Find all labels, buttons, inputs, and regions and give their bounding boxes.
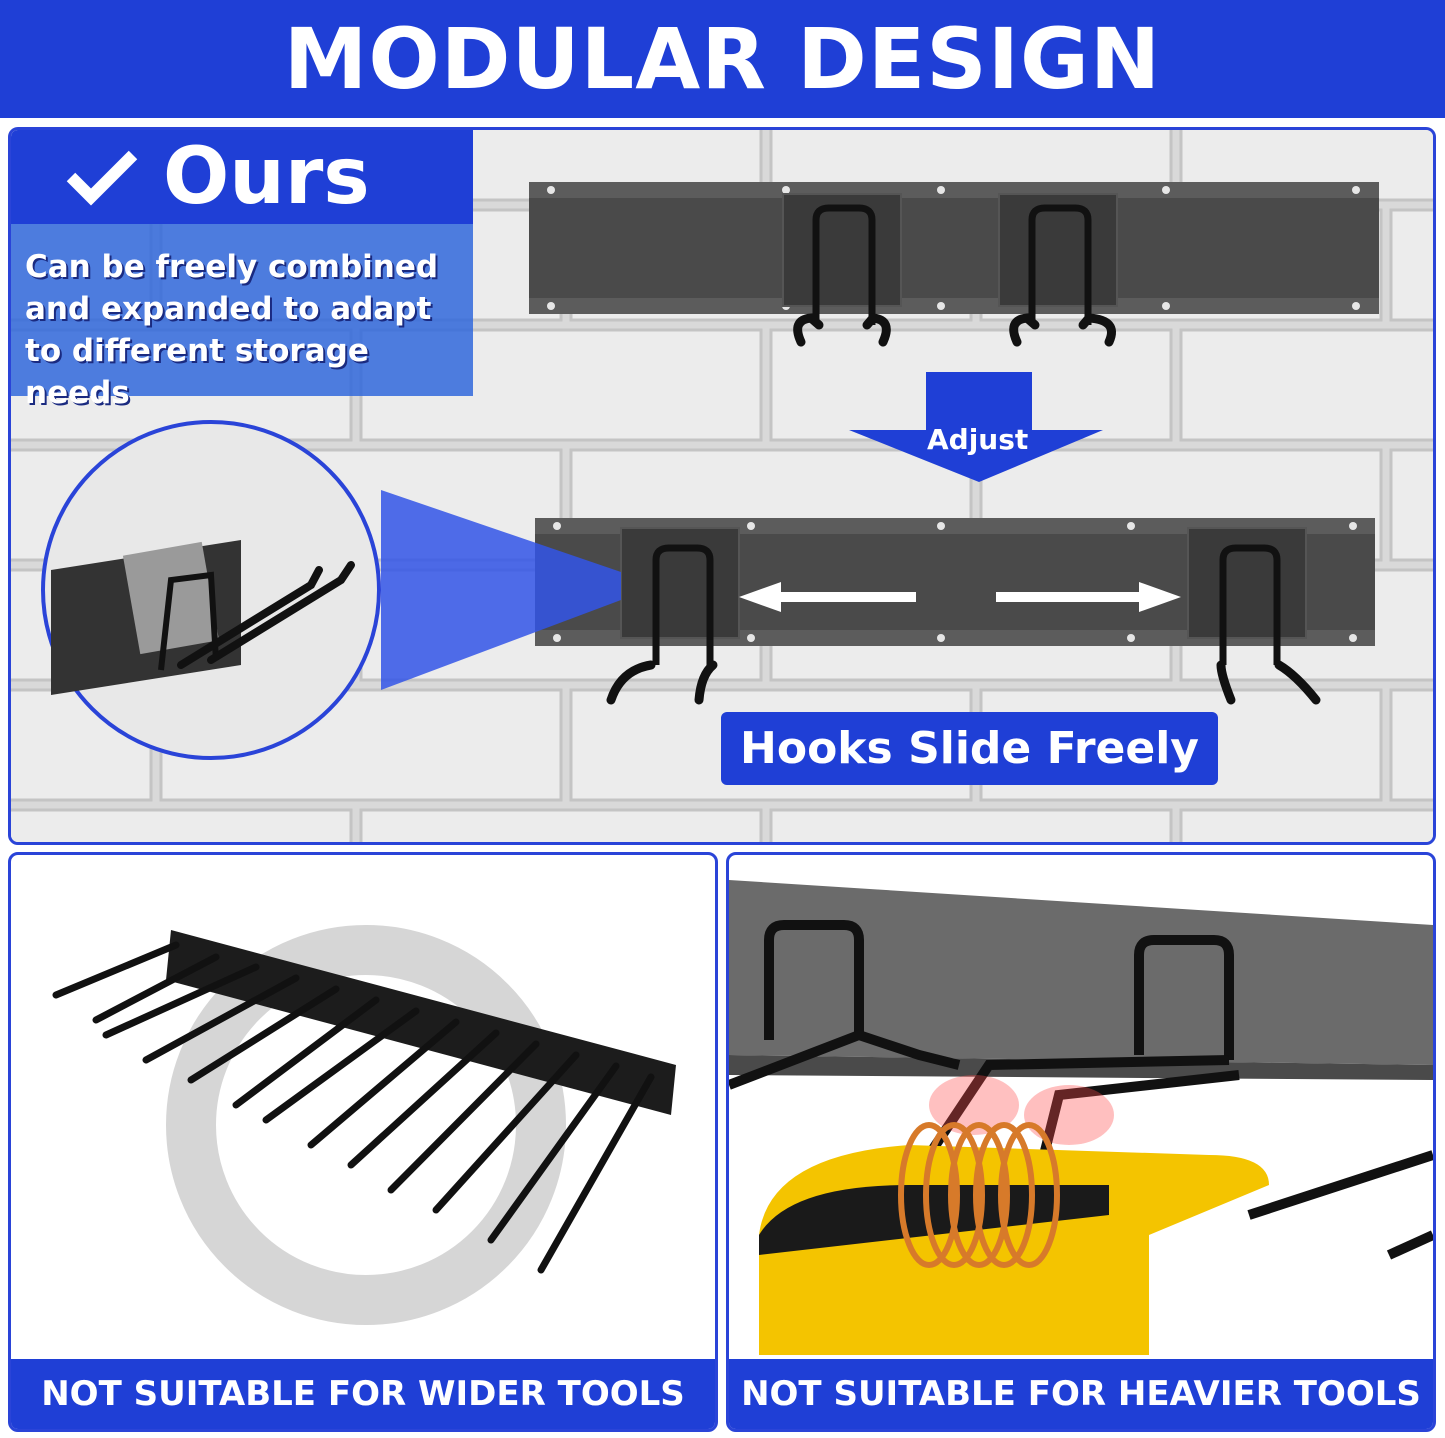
upper-hook-2 [998, 193, 1118, 347]
banner-title: MODULAR DESIGN [283, 10, 1162, 108]
wider-tools-panel: NOT SUITABLE FOR WIDER TOOLS [8, 852, 718, 1432]
brick-wall-illustration [11, 130, 1433, 842]
heavy-tool-illustration [729, 880, 1433, 1355]
ours-panel: Ours Can be freely combined and expanded… [8, 127, 1436, 845]
lower-hook-left [606, 527, 740, 705]
rail-closeup [729, 880, 1433, 1065]
slide-arrows-icon [739, 582, 1181, 612]
check-icon [66, 150, 138, 206]
wider-tools-caption-text: NOT SUITABLE FOR WIDER TOOLS [41, 1374, 685, 1414]
adjust-label: Adjust [927, 423, 1029, 456]
upper-rail [529, 182, 1379, 314]
wider-tools-caption: NOT SUITABLE FOR WIDER TOOLS [11, 1359, 715, 1429]
ours-label: Ours [163, 132, 370, 222]
zoom-callout [41, 420, 621, 760]
cord-coil [898, 1122, 1060, 1268]
ours-header: Ours [11, 130, 473, 224]
yellow-power-tool [759, 1122, 1269, 1355]
title-banner: MODULAR DESIGN [0, 0, 1445, 118]
ours-description: Can be freely combined and expanded to a… [11, 224, 473, 411]
heavier-tools-caption: NOT SUITABLE FOR HEAVIER TOOLS [729, 1359, 1433, 1429]
heavier-tools-panel: NOT SUITABLE FOR HEAVIER TOOLS [726, 852, 1436, 1432]
no-symbol-circle-icon [166, 925, 566, 1325]
hooks-slide-label: Hooks Slide Freely [740, 723, 1199, 774]
multi-hook-rack-illustration [52, 925, 676, 1325]
hooks-slide-badge: Hooks Slide Freely [721, 712, 1218, 785]
lower-hook-right [1187, 527, 1321, 705]
adjust-arrow-icon [849, 372, 1103, 482]
stress-glow [929, 1075, 1114, 1145]
rack-hooks [52, 941, 655, 1274]
lower-rail [535, 518, 1375, 646]
heavier-tools-caption-text: NOT SUITABLE FOR HEAVIER TOOLS [741, 1374, 1421, 1414]
upper-hook-1 [782, 193, 902, 347]
